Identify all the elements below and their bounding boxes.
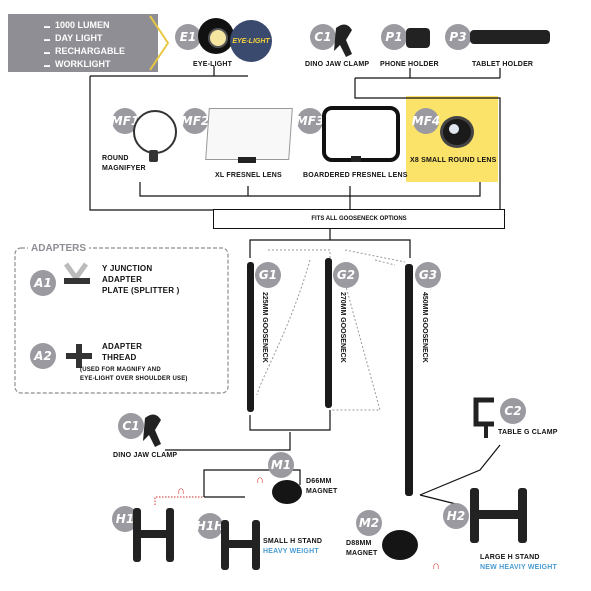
tablet-holder-icon <box>470 30 550 44</box>
badge-mf1: MF1 <box>111 108 139 134</box>
label-h1h: SMALL H STAND <box>263 538 323 545</box>
phone-holder-icon <box>406 28 430 48</box>
badge-m1: M1 <box>268 452 294 478</box>
magnet-icon: ∩ <box>256 474 264 486</box>
magnet-icon: ∩ <box>432 560 440 572</box>
badge-c2: C2 <box>500 398 526 424</box>
sublabel-h1h: HEAVY WEIGHT <box>263 548 319 555</box>
round-magnifier-handle <box>149 150 158 162</box>
a1-line2: ADAPTER <box>102 275 143 284</box>
label-eye-light: EYE-LIGHT <box>193 61 233 68</box>
badge-e1: E1 <box>175 24 201 50</box>
eye-light-lens <box>208 28 228 48</box>
label-h2: LARGE H STAND <box>480 554 540 561</box>
m1-line2: MAGNET <box>306 488 338 495</box>
a2-line2: THREAD <box>102 353 137 362</box>
badge-h1h: H1H <box>196 513 224 539</box>
eye-light-logo: EYE-LIGHT <box>230 20 272 62</box>
badge-g1: G1 <box>255 262 281 288</box>
label-mf3: BOARDERED FRESNEL LENS <box>303 172 408 179</box>
feature-item: RECHARGABLE <box>44 46 158 59</box>
bordered-fresnel-lens-icon <box>322 106 400 162</box>
badge-a1: A1 <box>30 270 56 296</box>
label-tablet-holder: TABLET HOLDER <box>472 61 534 68</box>
label-mf4: X8 SMALL ROUND LENS <box>410 157 497 164</box>
magnet-m2 <box>382 530 418 560</box>
label-c2: TABLE G CLAMP <box>498 429 558 436</box>
label-phone-holder: PHONE HOLDER <box>380 61 439 68</box>
badge-m2: M2 <box>356 510 382 536</box>
label-mf1-line1: ROUND <box>102 155 129 162</box>
label-mf1-line2: MAGNIFYER <box>102 165 146 172</box>
xl-fresnel-mount <box>238 157 256 163</box>
gooseneck-g2 <box>325 258 332 408</box>
a1-line1: Y JUNCTION <box>102 264 153 273</box>
m1-line1: D66MM <box>306 478 332 485</box>
m2-line2: MAGNET <box>346 550 378 557</box>
eye-light-logo-text: EYE-LIGHT <box>232 37 270 45</box>
a2-note1: (USED FOR MAGNIFY AND <box>80 367 161 373</box>
badge-mf3: MF3 <box>296 108 324 134</box>
label-mf2: XL FRESNEL LENS <box>215 172 282 179</box>
adapters-title: ADAPTERS <box>28 243 90 254</box>
badge-h2: H2 <box>443 503 469 529</box>
badge-mf4: MF4 <box>412 108 440 134</box>
badge-c1-bottom: C1 <box>118 413 144 439</box>
badge-g3: G3 <box>415 262 441 288</box>
badge-p3: P3 <box>445 24 471 50</box>
label-dino-clamp-top: DINO JAW CLAMP <box>305 61 370 68</box>
adapter-thread-icon-v <box>76 344 82 368</box>
fits-label: FITS ALL GOOSENECK OPTIONS <box>311 216 407 222</box>
gooseneck-g1 <box>247 262 254 412</box>
fits-all-goosenecks-box: FITS ALL GOOSENECK OPTIONS <box>213 209 505 229</box>
magnet-m1 <box>272 480 302 504</box>
label-dino-clamp-bottom: DINO JAW CLAMP <box>113 452 178 459</box>
badge-g2: G2 <box>333 262 359 288</box>
gooseneck-g3 <box>405 264 413 496</box>
features-panel: 1000 LUMEN DAY LIGHT RECHARGABLE WORKLIG… <box>8 14 158 72</box>
bordered-fresnel-mount <box>351 156 361 162</box>
feature-item: 1000 LUMEN <box>44 20 158 33</box>
feature-item: WORKLIGHT <box>44 59 158 72</box>
a2-note2: EYE-LIGHT OVER SHOULDER USE) <box>80 376 188 382</box>
a2-line1: ADAPTER <box>102 342 143 351</box>
x8-lens-glass <box>449 124 459 134</box>
badge-p1: P1 <box>381 24 407 50</box>
a1-line3: PLATE (SPLITTER ) <box>102 286 180 295</box>
sublabel-h2: NEW HEAVIY WEIGHT <box>480 564 558 571</box>
feature-item: DAY LIGHT <box>44 33 158 46</box>
magnet-icon: ∩ <box>177 485 185 497</box>
badge-mf2: MF2 <box>181 108 209 134</box>
m2-line1: D88MM <box>346 540 372 547</box>
badge-a2: A2 <box>30 343 56 369</box>
badge-c1-top: C1 <box>310 24 336 50</box>
